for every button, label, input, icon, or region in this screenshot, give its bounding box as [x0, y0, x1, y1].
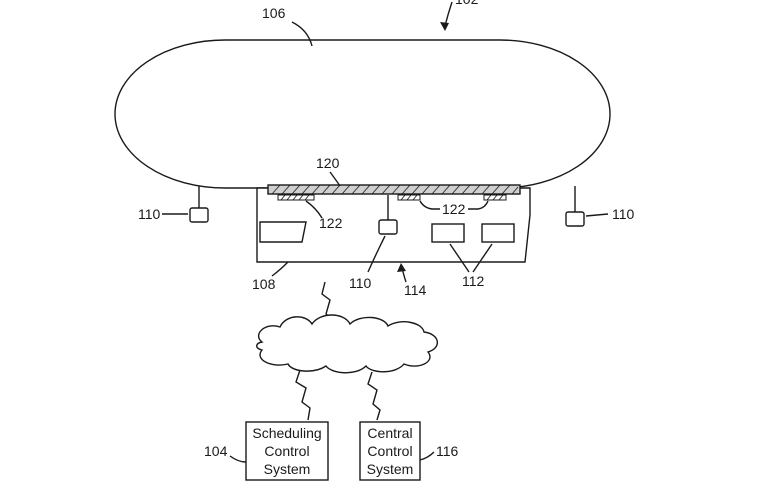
sensor-center — [379, 220, 397, 234]
leader-104 — [230, 456, 246, 462]
gondola-window — [260, 222, 306, 242]
side-panel-left — [278, 195, 314, 200]
module-right — [482, 224, 514, 242]
label-110-center: 110 — [349, 275, 372, 291]
label-120: 120 — [316, 155, 340, 171]
scheduling-line-2: Control — [264, 443, 309, 459]
leader-110-right — [586, 214, 608, 216]
label-114: 114 — [404, 282, 427, 298]
label-106: 106 — [262, 5, 286, 21]
label-122-left: 122 — [319, 215, 343, 231]
airship-envelope — [115, 40, 610, 188]
scheduling-line-3: System — [264, 461, 311, 477]
wireless-link-central — [368, 372, 380, 420]
module-left — [432, 224, 464, 242]
arrow-102 — [445, 2, 452, 26]
label-102: 102 — [455, 0, 479, 7]
wireless-link-scheduling — [296, 370, 310, 420]
central-line-2: Control — [367, 443, 412, 459]
label-110-left: 110 — [138, 206, 161, 222]
scheduling-line-1: Scheduling — [252, 425, 321, 441]
label-112: 112 — [462, 273, 485, 289]
central-line-1: Central — [367, 425, 412, 441]
side-panel-center — [398, 195, 420, 200]
side-panel-right — [484, 195, 506, 200]
central-line-3: System — [367, 461, 414, 477]
leader-116 — [420, 452, 434, 460]
sensor-right — [566, 212, 584, 226]
label-104: 104 — [204, 443, 228, 459]
label-116: 116 — [436, 443, 459, 459]
label-122-right: 122 — [442, 201, 466, 217]
arrow-114-head — [397, 263, 406, 272]
network-cloud — [257, 315, 438, 373]
label-110-right: 110 — [612, 206, 635, 222]
sensor-left — [190, 208, 208, 222]
label-108: 108 — [252, 276, 276, 292]
leader-108 — [272, 262, 288, 276]
arrow-102-head — [440, 22, 449, 31]
